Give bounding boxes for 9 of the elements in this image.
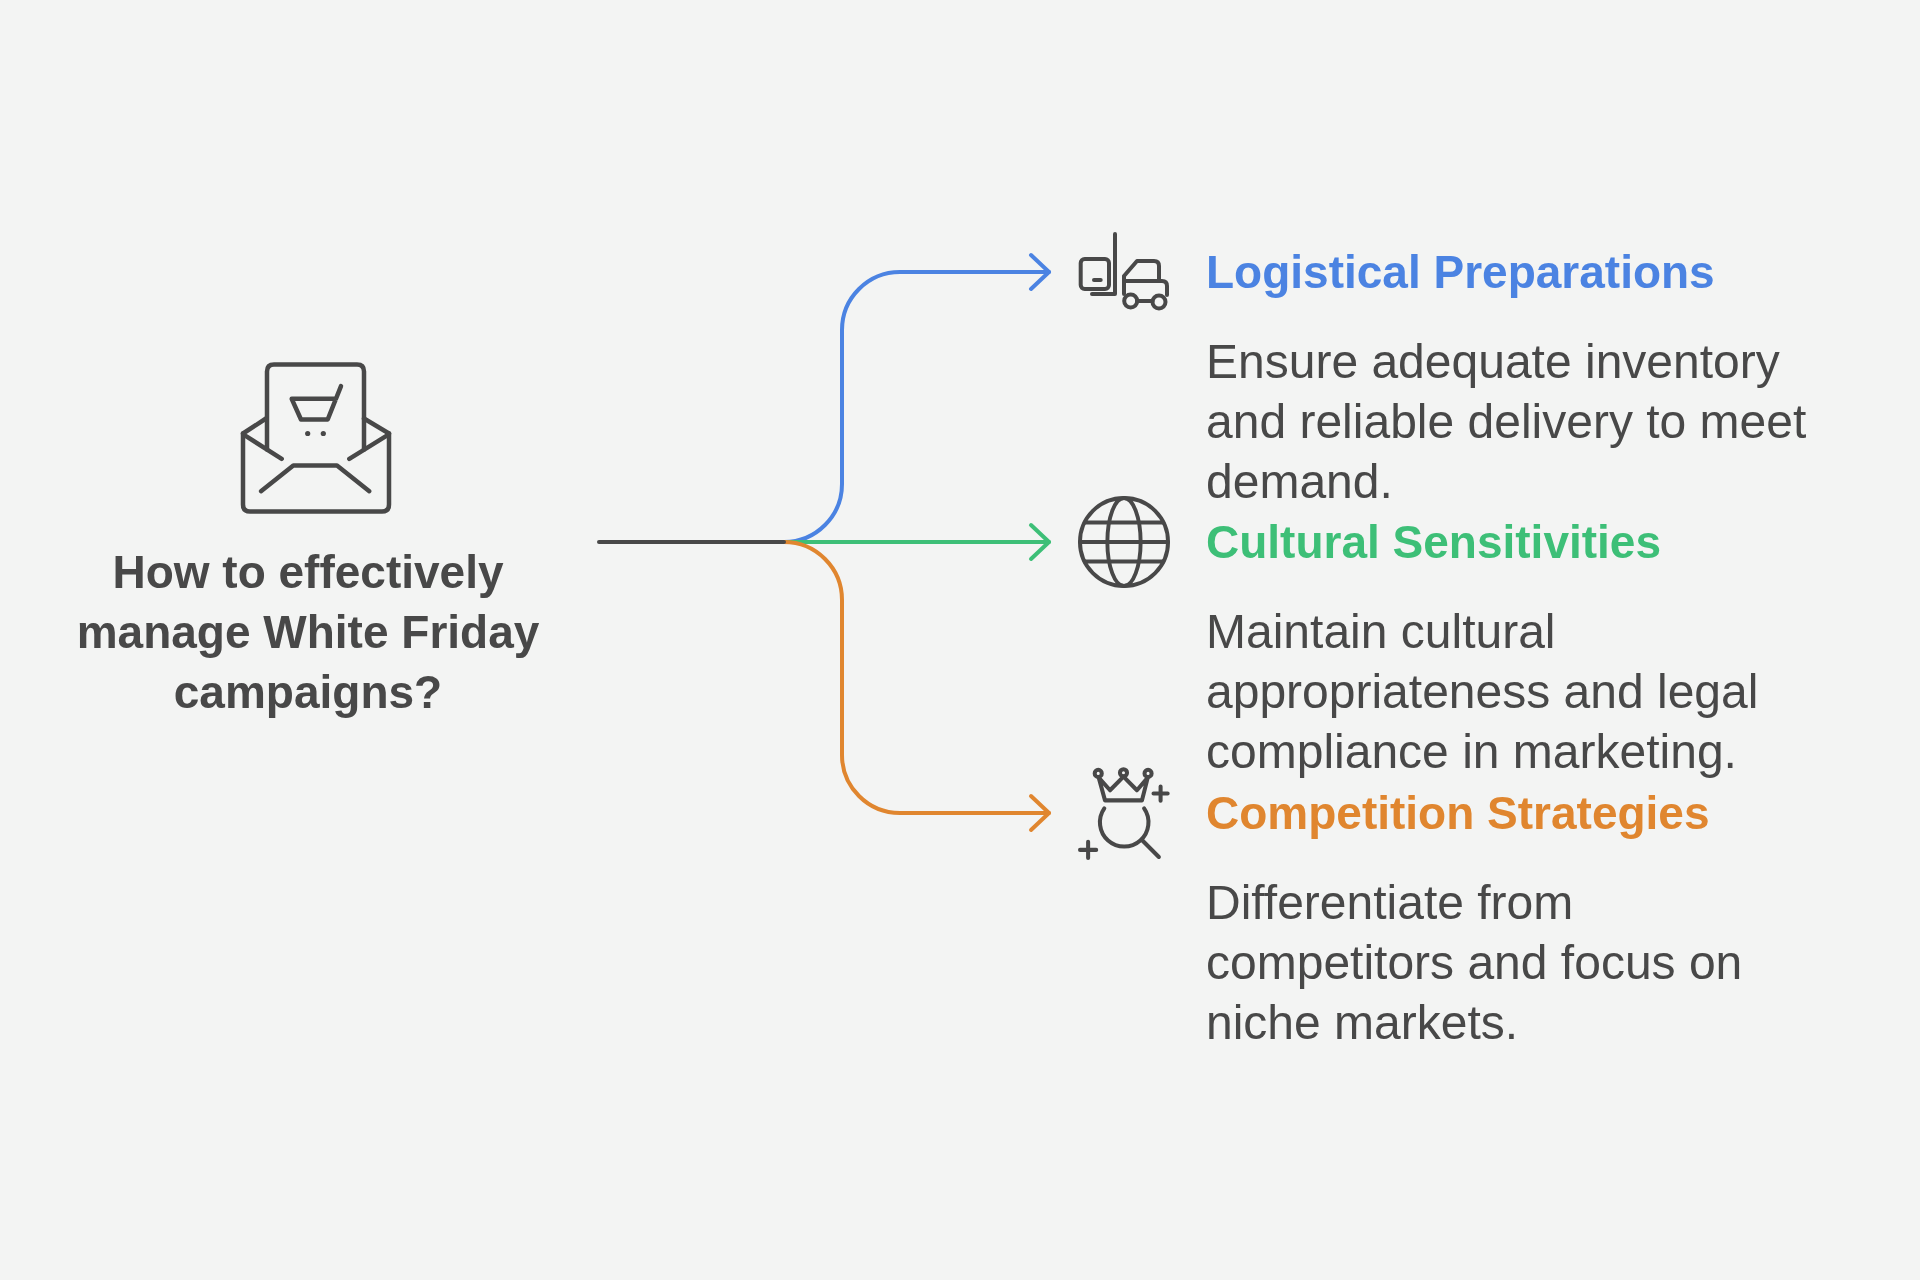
branch-description: Ensure adequate inventory and reliable delivery to meet demand. [1206, 334, 1808, 510]
branch-description: Differentiate from competitors and focus on niche markets. [1206, 875, 1744, 1051]
branch-heading: Cultural Sensitivities [1206, 515, 1662, 570]
branch-arrow [782, 540, 1051, 832]
question-title: How to effectively manage White Friday campaigns? [75, 545, 541, 720]
branch-description: Maintain cultural appropriateness and legal compliance in marketing. [1206, 604, 1760, 780]
branch-heading: Competition Strategies [1206, 786, 1711, 841]
trunk-line [597, 540, 786, 544]
branch-heading: Logistical Preparations [1206, 245, 1716, 300]
